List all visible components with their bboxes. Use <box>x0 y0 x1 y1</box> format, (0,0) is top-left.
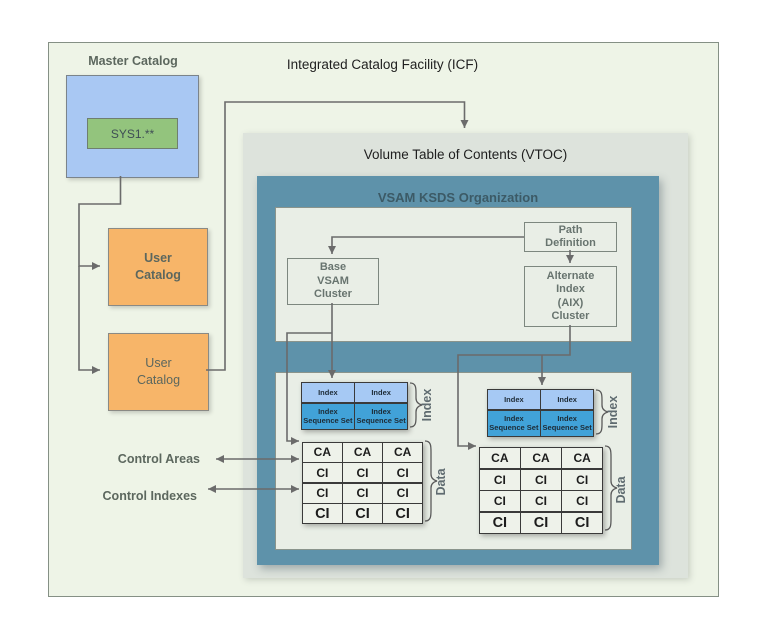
index-label-left: Index <box>420 388 434 422</box>
data-label-left: Data <box>434 468 448 496</box>
table-cell: Index <box>355 383 407 402</box>
table-cell: CI <box>521 512 561 533</box>
user-catalog-box-1: User Catalog <box>108 228 208 306</box>
table-cell: CI <box>303 504 342 523</box>
table-cell: Index <box>488 390 540 409</box>
master-catalog-label: Master Catalog <box>88 54 178 68</box>
table-cell: Index <box>302 383 354 402</box>
table-cell: CA <box>383 443 422 462</box>
path-definition-box: Path Definition <box>524 222 617 252</box>
control-indexes-label: Control Indexes <box>102 489 197 503</box>
table-cell: Index Sequence Set <box>302 403 354 429</box>
table-cell: CA <box>343 443 382 462</box>
table-cell: CA <box>521 448 561 469</box>
table-cell: CI <box>343 483 382 503</box>
sys1-box: SYS1.** <box>87 118 178 149</box>
table-cell: CI <box>383 463 422 483</box>
ksds-title: VSAM KSDS Organization <box>377 190 539 205</box>
data-brace-left <box>424 440 438 522</box>
table-cell: Index Sequence Set <box>355 403 407 429</box>
table-cell: CI <box>562 512 602 533</box>
table-cell: Index Sequence Set <box>488 410 540 436</box>
table-cell: CI <box>521 469 561 490</box>
table-cell: CA <box>562 448 602 469</box>
data-label-right: Data <box>614 476 628 504</box>
table-cell: CI <box>562 469 602 490</box>
index-label-right: Index <box>606 395 620 429</box>
index-brace-right <box>595 389 609 435</box>
master-catalog-box: SYS1.** <box>66 75 199 178</box>
table-cell: CI <box>521 491 561 512</box>
data-brace-right <box>604 445 618 531</box>
table-cell: CA <box>480 448 520 469</box>
icf-title: Integrated Catalog Facility (ICF) <box>286 57 479 72</box>
table-cell: CI <box>562 491 602 512</box>
table-cell: Index Sequence Set <box>541 410 593 436</box>
table-cell: CI <box>383 483 422 503</box>
index-brace-left <box>409 382 423 428</box>
table-cell: CA <box>303 443 342 462</box>
table-cell: CI <box>383 504 422 523</box>
user-catalog-box-2: User Catalog <box>108 333 209 411</box>
table-cell: CI <box>343 504 382 523</box>
table-cell: Index <box>541 390 593 409</box>
table-cell: CI <box>303 463 342 483</box>
table-cell: CI <box>480 512 520 533</box>
vtoc-title: Volume Table of Contents (VTOC) <box>363 147 568 162</box>
control-areas-label: Control Areas <box>117 452 200 466</box>
table-cell: CI <box>343 463 382 483</box>
alternate-index-cluster-box: Alternate Index (AIX) Cluster <box>524 266 617 327</box>
base-vsam-cluster-box: Base VSAM Cluster <box>287 258 379 305</box>
table-cell: CI <box>480 469 520 490</box>
table-cell: CI <box>303 483 342 503</box>
table-cell: CI <box>480 491 520 512</box>
